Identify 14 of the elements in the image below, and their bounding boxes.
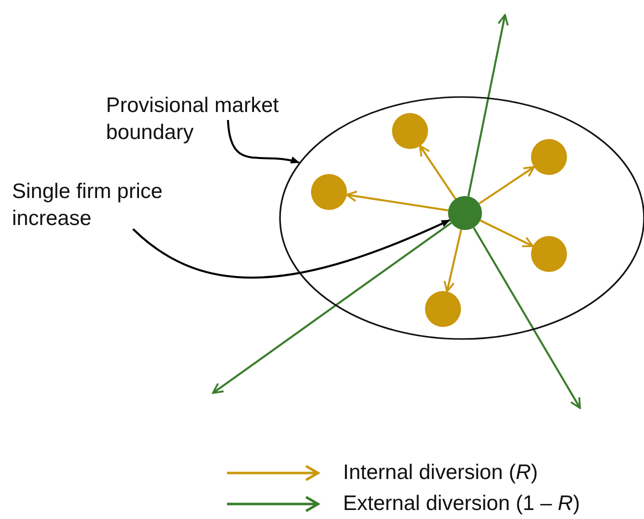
leader-arrow [227, 120, 300, 164]
arrow [478, 166, 535, 204]
leader-arrow [132, 219, 450, 278]
legend-label: External diversion (1 – R) [343, 491, 580, 517]
arrow [212, 222, 452, 394]
legend-label: Internal diversion (R) [343, 460, 538, 486]
arrow [444, 229, 462, 292]
arrow [480, 220, 534, 248]
arrow [419, 145, 456, 200]
boundary-label: Provisional market boundary [106, 93, 280, 146]
arrow [472, 227, 581, 409]
price-increase-label: Single firm price increase [12, 179, 164, 232]
arrow [467, 14, 509, 197]
arrow [346, 190, 448, 212]
